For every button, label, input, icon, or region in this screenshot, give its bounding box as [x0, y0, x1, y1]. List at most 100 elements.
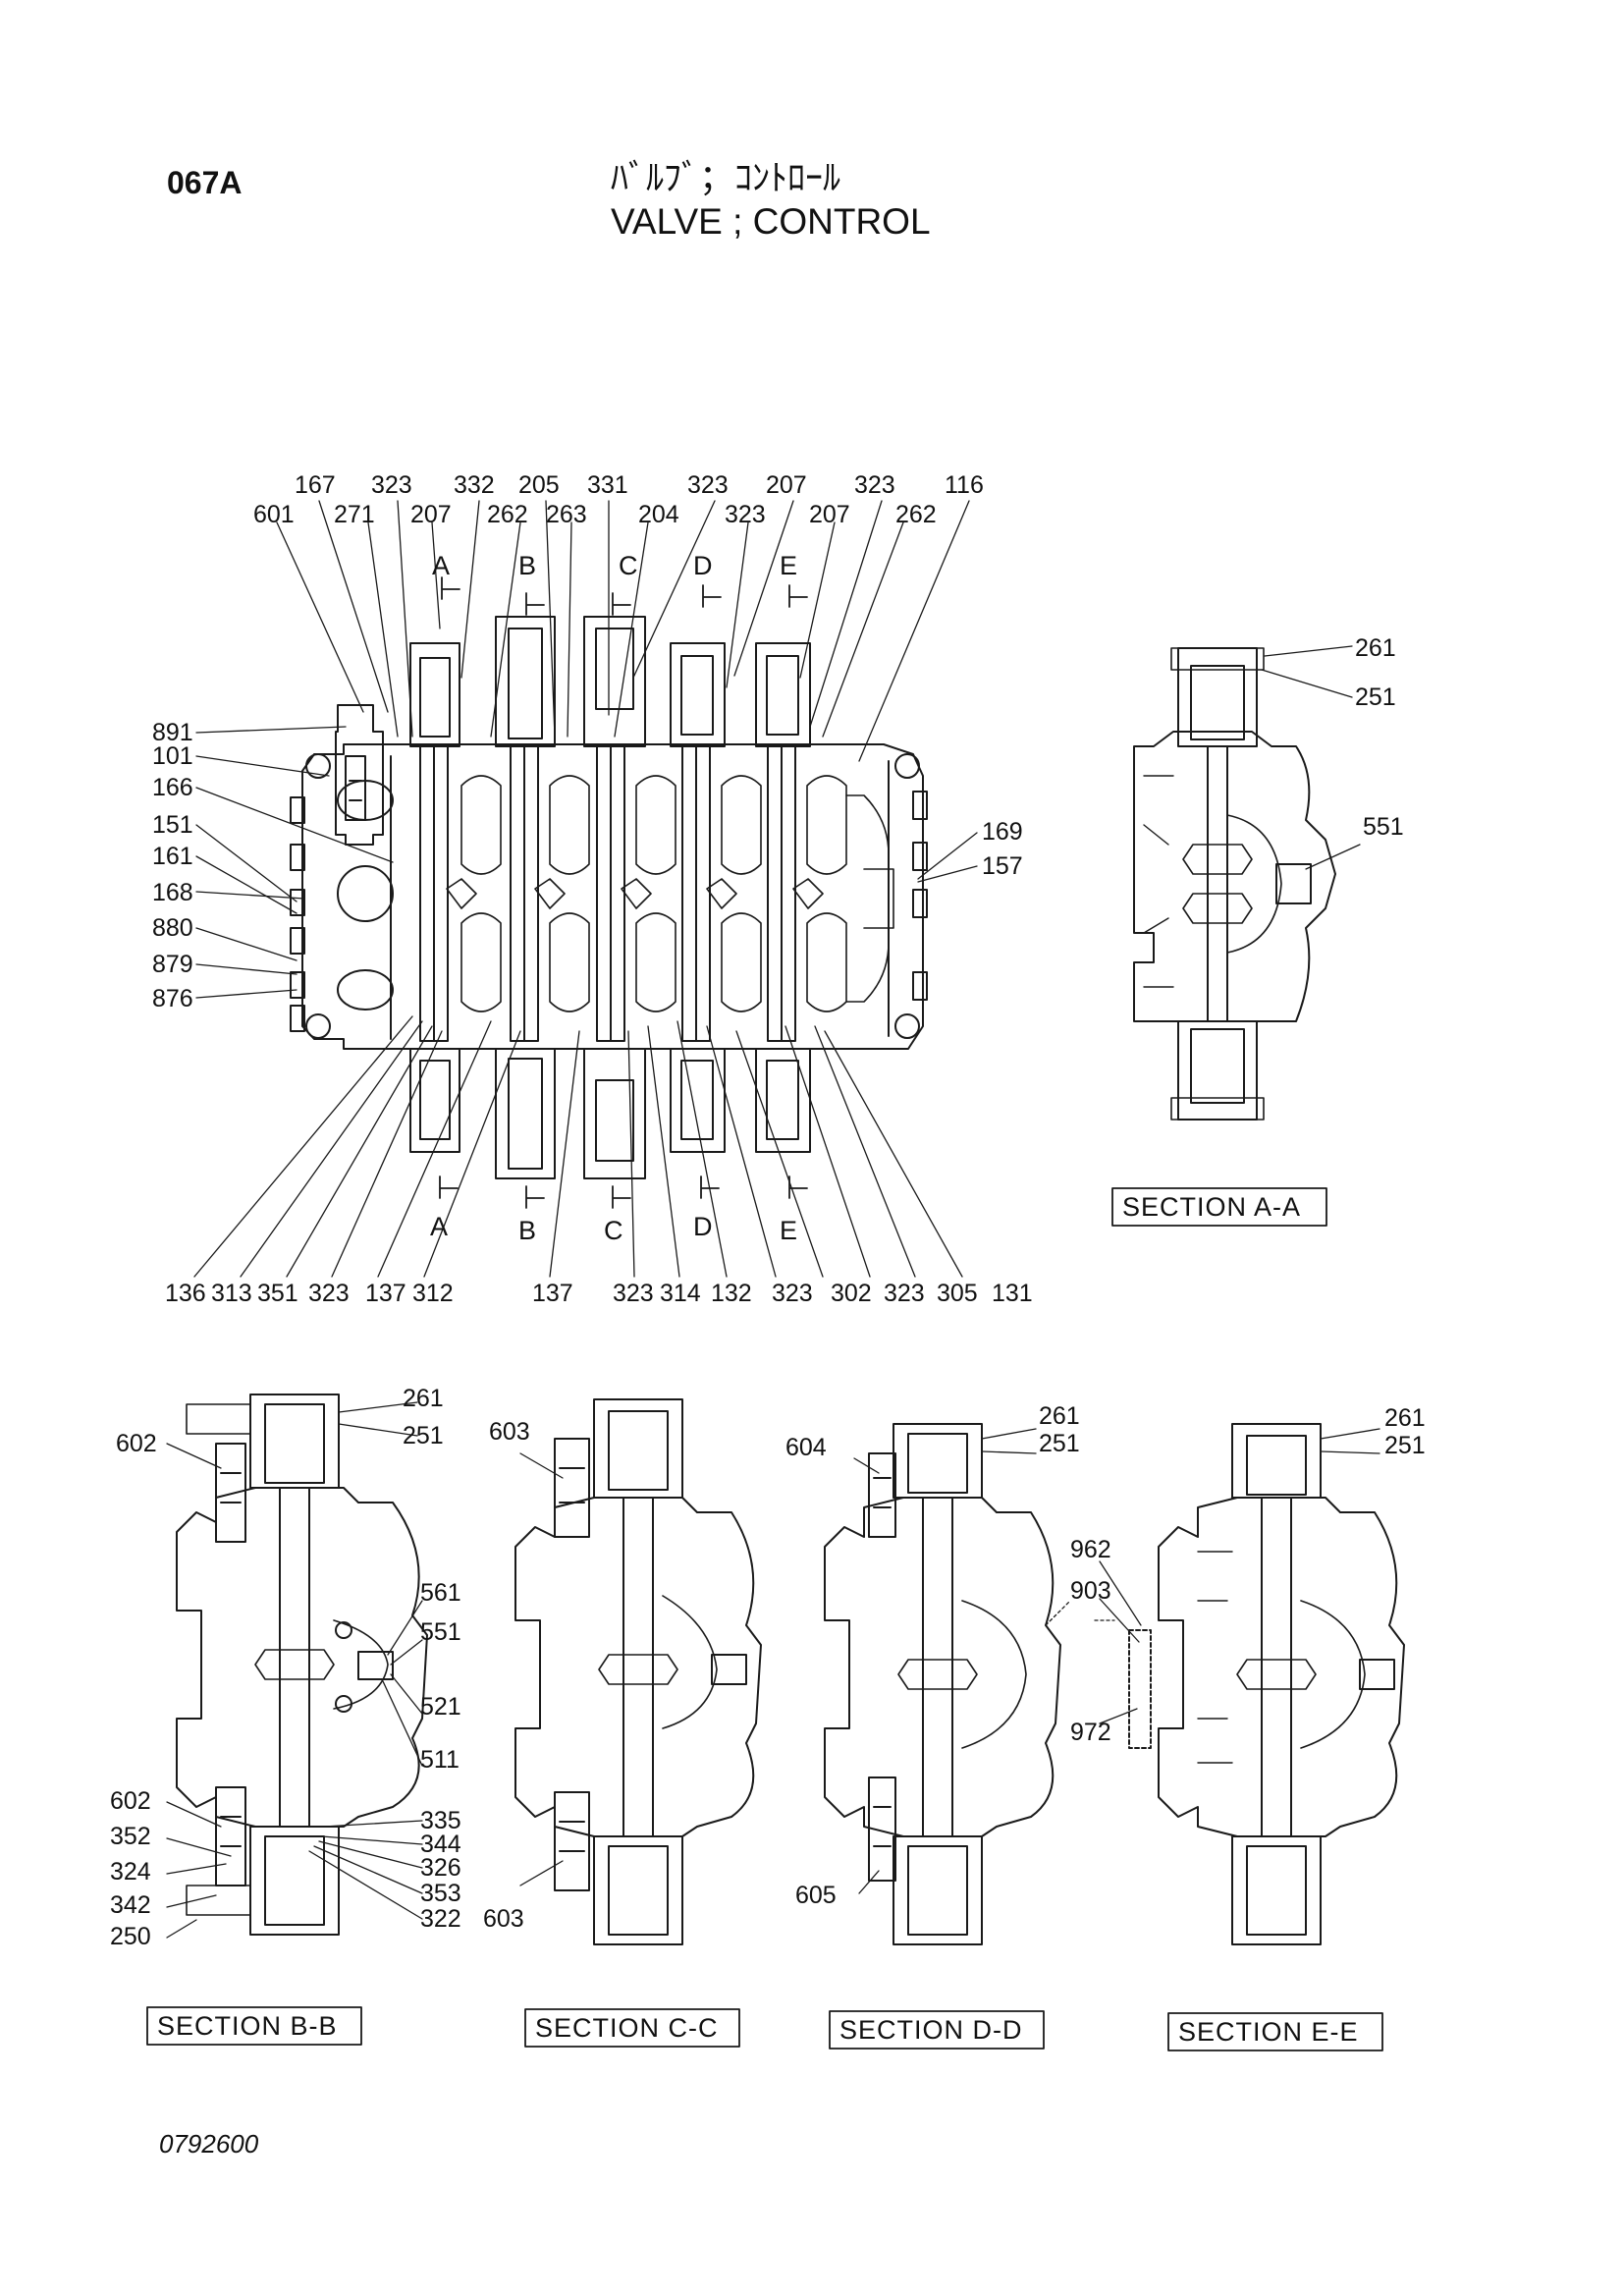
part-label: 322 [420, 1905, 461, 1933]
section-c-c-view [514, 1398, 762, 1945]
part-label: 261 [1355, 634, 1396, 662]
section-e-e-view [1094, 1423, 1405, 1945]
part-label: 551 [420, 1618, 461, 1646]
part-label: 603 [489, 1418, 530, 1446]
part-label: 551 [1363, 813, 1404, 841]
part-label: 251 [1384, 1432, 1426, 1459]
cut-letter-b-top: B [518, 551, 536, 580]
part-label: 207 [410, 501, 452, 528]
section-a-a-view [1133, 645, 1361, 1121]
section-c-body [514, 1497, 762, 1837]
top-spool-caps [409, 616, 811, 747]
section-c-caption-box [524, 2008, 740, 2048]
part-label: 302 [831, 1280, 872, 1307]
part-label: 131 [992, 1280, 1033, 1307]
part-label: 313 [211, 1280, 252, 1307]
cut-markers-top [441, 576, 808, 616]
cut-letter-a-bottom: A [430, 1212, 448, 1241]
part-label: 263 [546, 501, 587, 528]
section-a-caption-box [1111, 1187, 1327, 1227]
part-label: 331 [587, 471, 628, 499]
section-d-caption-box [829, 2010, 1045, 2050]
part-label: 167 [295, 471, 336, 499]
section-e-caption-box [1167, 2012, 1383, 2051]
part-label: 205 [518, 471, 560, 499]
part-label: 603 [483, 1905, 524, 1933]
part-label: 132 [711, 1280, 752, 1307]
cut-letter-d-top: D [693, 551, 713, 580]
part-label: 305 [937, 1280, 978, 1307]
part-label: 323 [308, 1280, 350, 1307]
part-label: 166 [152, 774, 193, 801]
section-b-caption: SECTION B-B [157, 2011, 338, 2041]
part-label: 136 [165, 1280, 206, 1307]
section-b-body [176, 1487, 428, 1828]
page-code: 067A [167, 165, 243, 200]
section-b-b-view [166, 1394, 428, 1939]
leader-lines-top [276, 500, 970, 762]
internal-passages [446, 775, 894, 1012]
cut-letter-e-top: E [780, 551, 797, 580]
main-valve-view [193, 500, 978, 1278]
section-a-body [1133, 731, 1336, 1022]
part-label: 207 [809, 501, 850, 528]
part-label: 207 [766, 471, 807, 499]
part-label: 880 [152, 914, 193, 942]
section-a-caption: SECTION A-A [1122, 1192, 1301, 1222]
section-d-d-view [824, 1423, 1071, 1945]
part-label: 262 [895, 501, 937, 528]
section-c-caption: SECTION C-C [535, 2013, 719, 2043]
part-label: 879 [152, 951, 193, 978]
part-label: 972 [1070, 1719, 1111, 1746]
part-label: 521 [420, 1693, 461, 1721]
part-label: 314 [660, 1280, 701, 1307]
part-label: 323 [884, 1280, 925, 1307]
main-relief-valve [335, 704, 384, 846]
part-label: 312 [412, 1280, 454, 1307]
valve-body-outline [301, 743, 924, 1050]
title-english: VALVE ; CONTROL [611, 201, 931, 242]
part-label: 271 [334, 501, 375, 528]
cut-letter-a-top: A [432, 551, 450, 580]
part-label: 323 [371, 471, 412, 499]
part-label: 168 [152, 879, 193, 906]
part-label: 116 [945, 471, 984, 499]
part-label: 511 [420, 1746, 460, 1774]
part-label: 604 [785, 1434, 827, 1461]
part-label: 137 [365, 1280, 406, 1307]
part-label: 204 [638, 501, 679, 528]
part-label: 352 [110, 1823, 151, 1850]
part-label: 332 [454, 471, 495, 499]
part-label: 344 [420, 1831, 461, 1858]
part-label: 903 [1070, 1577, 1111, 1605]
part-label: 335 [420, 1807, 461, 1834]
part-label: 261 [403, 1385, 444, 1412]
part-label: 323 [687, 471, 729, 499]
leader-lines-bottom [193, 1015, 963, 1278]
part-label: 261 [1384, 1404, 1426, 1432]
part-label: 261 [1039, 1402, 1080, 1430]
part-label: 161 [152, 843, 193, 870]
section-b-caption-box [146, 2006, 362, 2046]
part-label: 326 [420, 1854, 461, 1882]
title-japanese: ﾊﾞﾙﾌﾞ；ｺﾝﾄﾛｰﾙ [611, 157, 841, 197]
part-label: 601 [253, 501, 295, 528]
part-label: 251 [1039, 1430, 1080, 1457]
section-e-body [1158, 1497, 1405, 1837]
part-label: 602 [110, 1787, 151, 1815]
part-label: 602 [116, 1430, 157, 1457]
part-label: 101 [152, 742, 193, 770]
cut-letter-e-bottom: E [780, 1216, 797, 1245]
section-d-caption: SECTION D-D [839, 2015, 1023, 2045]
part-label: 169 [982, 818, 1023, 846]
leader-lines-sides [195, 726, 978, 999]
cut-letter-d-bottom: D [693, 1212, 713, 1241]
part-label: 250 [110, 1923, 151, 1950]
part-label: 962 [1070, 1536, 1111, 1563]
drawing-number: 0792600 [159, 2129, 259, 2159]
part-label: 876 [152, 985, 193, 1012]
part-label: 251 [403, 1422, 444, 1449]
cut-letter-b-bottom: B [518, 1216, 536, 1245]
